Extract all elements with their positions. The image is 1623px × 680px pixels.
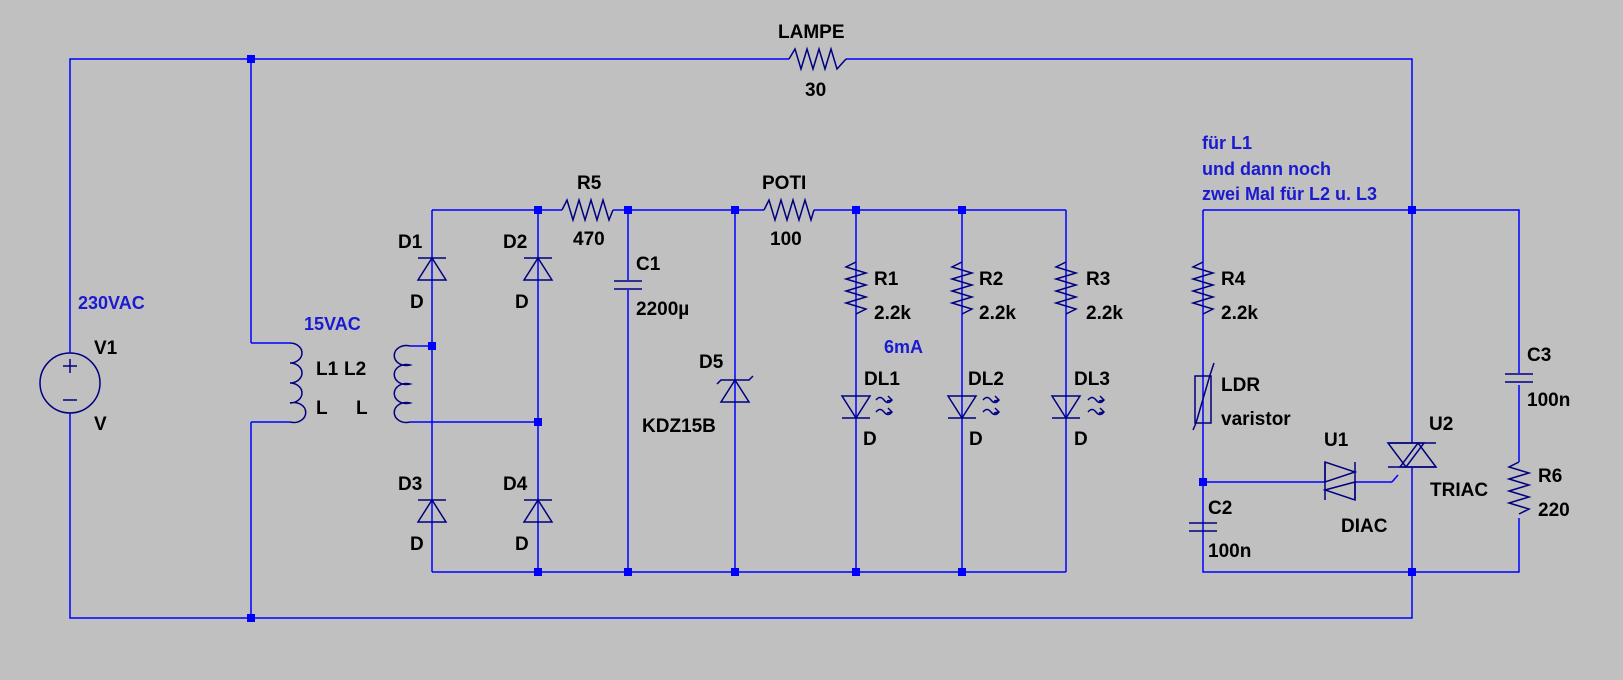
mains-voltage-annotation: 230VAC <box>78 293 145 313</box>
ldr-value-label: varistor <box>1221 409 1291 430</box>
dl3-value-label: D <box>1074 429 1088 450</box>
capacitor-c1[interactable]: C1 2200µ <box>614 254 689 320</box>
d2-value-label: D <box>515 292 529 313</box>
l1-value-label: L <box>316 398 328 419</box>
u2-value-label: TRIAC <box>1430 480 1488 501</box>
led-dl3[interactable]: DL3 D <box>1051 369 1110 450</box>
l2-ref-label: L2 <box>344 359 366 380</box>
dl3-ref-label: DL3 <box>1074 369 1110 390</box>
secondary-voltage-annotation: 15VAC <box>304 314 361 334</box>
d5-value-label: KDZ15B <box>642 416 716 437</box>
diode-d1[interactable]: D1 D <box>398 232 447 313</box>
d5-ref-label: D5 <box>699 352 724 373</box>
resistor-r2[interactable]: R2 2.2k <box>949 261 1016 324</box>
resistor-r1[interactable]: R1 2.2k <box>843 261 911 324</box>
transformer[interactable]: L1 L L2 L 15VAC <box>289 314 413 424</box>
resistor-poti[interactable]: POTI 100 <box>762 173 815 250</box>
diode-d2[interactable]: D2 D <box>503 232 553 313</box>
poti-value-label: 100 <box>770 229 802 250</box>
triac-u2[interactable]: U2 TRIAC <box>1386 414 1488 501</box>
d1-ref-label: D1 <box>398 232 423 253</box>
r3-ref-label: R3 <box>1086 269 1110 290</box>
led-dl2[interactable]: DL2 D <box>947 369 1004 450</box>
d3-ref-label: D3 <box>398 474 422 495</box>
d1-value-label: D <box>410 292 424 313</box>
u1-ref-label: U1 <box>1324 430 1349 451</box>
l2-value-label: L <box>356 398 368 419</box>
v1-ref-label: V1 <box>94 338 118 359</box>
v1-value-label: V <box>94 414 107 435</box>
lampe-value-label: 30 <box>805 80 826 101</box>
design-note: für L1 und dann noch zwei Mal für L2 u. … <box>1202 133 1377 204</box>
led-current-annotation: 6mA <box>884 337 923 357</box>
r5-ref-label: R5 <box>577 173 602 194</box>
d4-ref-label: D4 <box>503 474 528 495</box>
d4-value-label: D <box>515 534 529 555</box>
u2-ref-label: U2 <box>1429 414 1453 435</box>
resistor-r3[interactable]: R3 2.2k <box>1053 261 1123 324</box>
resistor-r4[interactable]: R4 2.2k <box>1190 261 1258 324</box>
note-line-1: für L1 <box>1202 133 1252 153</box>
zener-diode-d5[interactable]: D5 KDZ15B <box>642 352 754 437</box>
resistor-r6[interactable]: R6 220 <box>1506 461 1570 521</box>
voltage-source-v1[interactable]: V1 V 230VAC <box>39 293 145 435</box>
wires <box>69 58 1520 619</box>
diode-d4[interactable]: D4 D <box>503 474 553 555</box>
dl2-value-label: D <box>969 429 983 450</box>
note-line-2: und dann noch <box>1202 159 1331 179</box>
d2-ref-label: D2 <box>503 232 527 253</box>
ldr-ref-label: LDR <box>1221 375 1260 396</box>
poti-ref-label: POTI <box>762 173 806 194</box>
r1-ref-label: R1 <box>874 269 899 290</box>
dl1-ref-label: DL1 <box>864 369 900 390</box>
c3-value-label: 100n <box>1527 390 1570 411</box>
diac-u1[interactable]: U1 DIAC <box>1322 430 1388 537</box>
c1-ref-label: C1 <box>636 254 661 275</box>
diode-d3[interactable]: D3 D <box>398 474 447 555</box>
capacitor-c2[interactable]: C2 100n <box>1189 498 1251 562</box>
resistor-r5[interactable]: R5 470 <box>561 173 614 250</box>
c3-ref-label: C3 <box>1527 345 1551 366</box>
r6-value-label: 220 <box>1538 500 1570 521</box>
dl1-value-label: D <box>863 429 877 450</box>
u1-value-label: DIAC <box>1341 516 1388 537</box>
r6-ref-label: R6 <box>1538 466 1562 487</box>
r3-value-label: 2.2k <box>1086 303 1123 324</box>
c1-value-label: 2200µ <box>636 299 689 320</box>
junction-dots <box>247 55 1416 622</box>
c2-value-label: 100n <box>1208 541 1251 562</box>
r5-value-label: 470 <box>573 229 605 250</box>
resistor-lampe[interactable]: LAMPE 30 <box>778 22 847 101</box>
d3-value-label: D <box>410 534 424 555</box>
r4-ref-label: R4 <box>1221 269 1246 290</box>
r2-ref-label: R2 <box>979 269 1003 290</box>
c2-ref-label: C2 <box>1208 498 1232 519</box>
ldr-varistor[interactable]: LDR varistor <box>1192 362 1291 431</box>
dl2-ref-label: DL2 <box>968 369 1004 390</box>
capacitor-c3[interactable]: C3 100n <box>1500 345 1570 411</box>
lampe-ref-label: LAMPE <box>778 22 845 43</box>
r4-value-label: 2.2k <box>1221 303 1258 324</box>
led-dl1[interactable]: DL1 D <box>841 369 900 450</box>
r1-value-label: 2.2k <box>874 303 911 324</box>
note-line-3: zwei Mal für L2 u. L3 <box>1202 184 1377 204</box>
r2-value-label: 2.2k <box>979 303 1016 324</box>
l1-ref-label: L1 <box>316 359 339 380</box>
